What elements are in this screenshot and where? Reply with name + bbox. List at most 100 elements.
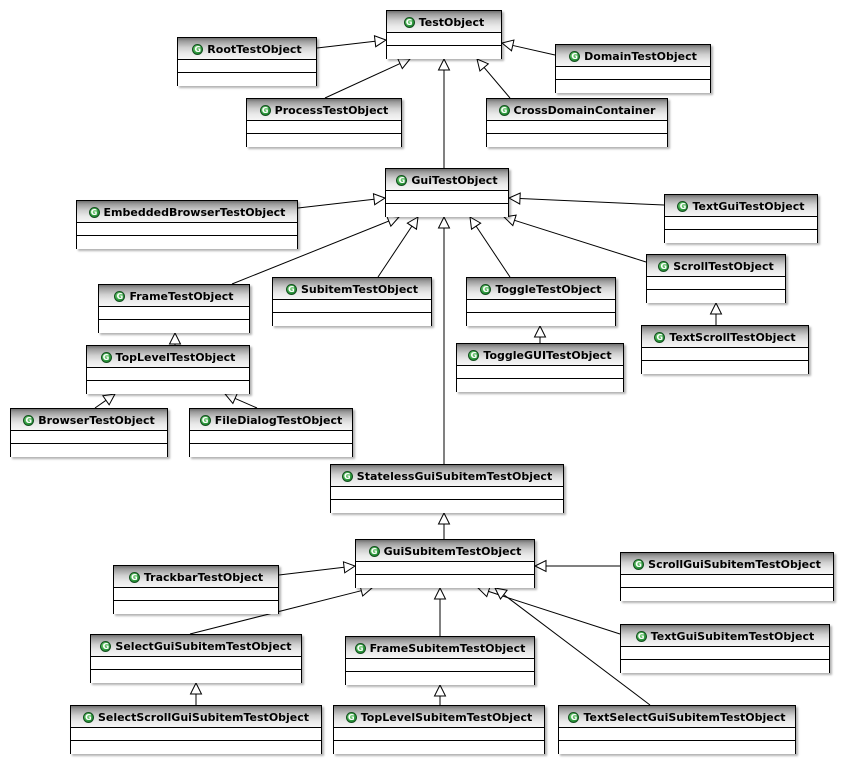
class-header: GuiSubitemTestObject	[356, 540, 534, 562]
class-operations-compartment	[387, 46, 501, 59]
class-name-label: GuiSubitemTestObject	[383, 545, 522, 558]
uml-class-EmbeddedBrowserTestObject[interactable]: EmbeddedBrowserTestObject	[76, 200, 298, 249]
generalization-arrowhead-ToggleTestObject-to-GuiTestObject	[469, 216, 482, 231]
class-attributes-compartment	[114, 588, 278, 601]
class-name-label: EmbeddedBrowserTestObject	[103, 206, 286, 219]
class-icon	[569, 51, 581, 62]
class-name-label: TextScrollTestObject	[669, 331, 796, 344]
class-operations-compartment	[178, 73, 316, 86]
class-icon	[658, 261, 670, 272]
class-attributes-compartment	[467, 300, 615, 313]
uml-class-RootTestObject[interactable]: RootTestObject	[177, 37, 317, 86]
generalization-edge-ToggleTestObject-to-GuiTestObject	[475, 225, 511, 278]
uml-class-TopLevelSubitemTestObject[interactable]: TopLevelSubitemTestObject	[333, 705, 545, 754]
generalization-arrowheads	[101, 35, 723, 697]
class-name-label: SubitemTestObject	[300, 283, 419, 296]
class-icon	[128, 572, 140, 583]
uml-class-CrossDomainContainer[interactable]: CrossDomainContainer	[486, 98, 668, 147]
uml-class-TextSelectGuiSubitemTestObject[interactable]: TextSelectGuiSubitemTestObject	[558, 705, 796, 754]
class-icon	[568, 712, 580, 723]
generalization-arrowhead-FileDialogTestObject-to-TopLevelTestObject	[223, 392, 239, 405]
class-attributes-compartment	[387, 33, 501, 46]
uml-class-TextGuiTestObject[interactable]: TextGuiTestObject	[664, 194, 818, 243]
uml-class-ProcessTestObject[interactable]: ProcessTestObject	[246, 98, 402, 147]
uml-class-ScrollTestObject[interactable]: ScrollTestObject	[646, 254, 786, 303]
class-icon	[677, 201, 689, 212]
class-header: ToggleGUITestObject	[457, 344, 623, 366]
class-icon	[88, 207, 100, 218]
generalization-edge-CrossDomainContainer-to-TestObject	[483, 67, 511, 99]
generalization-edge-DomainTestObject-to-TestObject	[512, 44, 556, 56]
generalization-arrowhead-RootTestObject-to-TestObject	[373, 35, 388, 48]
uml-class-FileDialogTestObject[interactable]: FileDialogTestObject	[189, 408, 353, 457]
class-name-label: TestObject	[418, 16, 485, 29]
class-icon	[635, 631, 647, 642]
uml-class-TrackbarTestObject[interactable]: TrackbarTestObject	[113, 565, 279, 614]
generalization-arrowhead-ScrollTestObject-to-GuiTestObject	[502, 214, 517, 227]
class-attributes-compartment	[273, 300, 431, 313]
uml-class-TestObject[interactable]: TestObject	[386, 10, 502, 59]
class-icon	[354, 643, 366, 654]
generalization-edge-FileDialogTestObject-to-TopLevelTestObject	[234, 397, 258, 409]
class-icon	[114, 291, 126, 302]
uml-class-SubitemTestObject[interactable]: SubitemTestObject	[272, 277, 432, 326]
generalization-arrowhead-GuiTestObject-to-TestObject	[437, 57, 451, 71]
class-header: TextScrollTestObject	[642, 326, 808, 348]
class-icon	[341, 471, 353, 482]
class-operations-compartment	[647, 290, 785, 303]
uml-class-SelectGuiSubitemTestObject[interactable]: SelectGuiSubitemTestObject	[90, 634, 302, 683]
generalization-arrowhead-StatelessGuiSubitemTestObject-to-GuiTestObject	[437, 215, 451, 229]
uml-class-StatelessGuiSubitemTestObject[interactable]: StatelessGuiSubitemTestObject	[330, 464, 564, 513]
class-operations-compartment	[99, 320, 249, 333]
class-name-label: ToggleTestObject	[495, 283, 602, 296]
class-operations-compartment	[273, 313, 431, 326]
uml-class-DomainTestObject[interactable]: DomainTestObject	[555, 44, 711, 93]
class-header: TextGuiSubitemTestObject	[621, 625, 829, 647]
uml-class-FrameTestObject[interactable]: FrameTestObject	[98, 284, 250, 333]
class-header: FileDialogTestObject	[190, 409, 352, 431]
class-name-label: CrossDomainContainer	[513, 104, 656, 117]
class-operations-compartment	[346, 672, 534, 685]
class-operations-compartment	[11, 444, 167, 457]
uml-class-TextGuiSubitemTestObject[interactable]: TextGuiSubitemTestObject	[620, 624, 830, 673]
class-icon	[498, 105, 510, 116]
uml-class-TopLevelTestObject[interactable]: TopLevelTestObject	[86, 345, 250, 394]
generalization-arrowhead-TopLevelSubitemTestObject-to-FrameSubitemTestObject	[433, 683, 447, 697]
uml-class-FrameSubitemTestObject[interactable]: FrameSubitemTestObject	[345, 636, 535, 685]
generalization-arrowhead-SelectScrollGuiSubitemTestObject-to-SelectGuiSubitemTestObject	[189, 681, 203, 695]
class-name-label: TextSelectGuiSubitemTestObject	[583, 711, 786, 724]
class-operations-compartment	[356, 575, 534, 588]
class-attributes-compartment	[334, 728, 544, 741]
uml-class-GuiTestObject[interactable]: GuiTestObject	[385, 168, 509, 217]
uml-class-SelectScrollGuiSubitemTestObject[interactable]: SelectScrollGuiSubitemTestObject	[70, 705, 322, 754]
class-operations-compartment	[114, 601, 278, 614]
class-header: TextSelectGuiSubitemTestObject	[559, 706, 795, 728]
class-header: TopLevelSubitemTestObject	[334, 706, 544, 728]
class-name-label: FrameTestObject	[129, 290, 234, 303]
class-icon	[654, 332, 666, 343]
class-operations-compartment	[77, 236, 297, 249]
uml-class-ToggleTestObject[interactable]: ToggleTestObject	[466, 277, 616, 326]
class-header: SubitemTestObject	[273, 278, 431, 300]
generalization-arrowhead-BrowserTestObject-to-TopLevelTestObject	[101, 393, 116, 406]
uml-class-GuiSubitemTestObject[interactable]: GuiSubitemTestObject	[355, 539, 535, 588]
class-attributes-compartment	[71, 728, 321, 741]
uml-class-TextScrollTestObject[interactable]: TextScrollTestObject	[641, 325, 809, 374]
class-attributes-compartment	[91, 657, 301, 670]
class-operations-compartment	[665, 230, 817, 243]
uml-class-ToggleGUITestObject[interactable]: ToggleGUITestObject	[456, 343, 624, 392]
uml-class-BrowserTestObject[interactable]: BrowserTestObject	[10, 408, 168, 457]
uml-class-ScrollGuiSubitemTestObject[interactable]: ScrollGuiSubitemTestObject	[620, 552, 834, 601]
class-header: TestObject	[387, 11, 501, 33]
class-icon	[480, 284, 492, 295]
class-attributes-compartment	[487, 121, 667, 134]
generalization-arrowhead-TextScrollTestObject-to-ScrollTestObject	[709, 301, 723, 315]
class-attributes-compartment	[178, 60, 316, 73]
class-operations-compartment	[642, 361, 808, 374]
class-attributes-compartment	[642, 348, 808, 361]
generalization-edge-TrackbarTestObject-to-GuiSubitemTestObject	[278, 566, 345, 576]
class-header: ScrollTestObject	[647, 255, 785, 277]
class-header: StatelessGuiSubitemTestObject	[331, 465, 563, 487]
class-icon	[100, 641, 112, 652]
class-name-label: GuiTestObject	[411, 174, 498, 187]
